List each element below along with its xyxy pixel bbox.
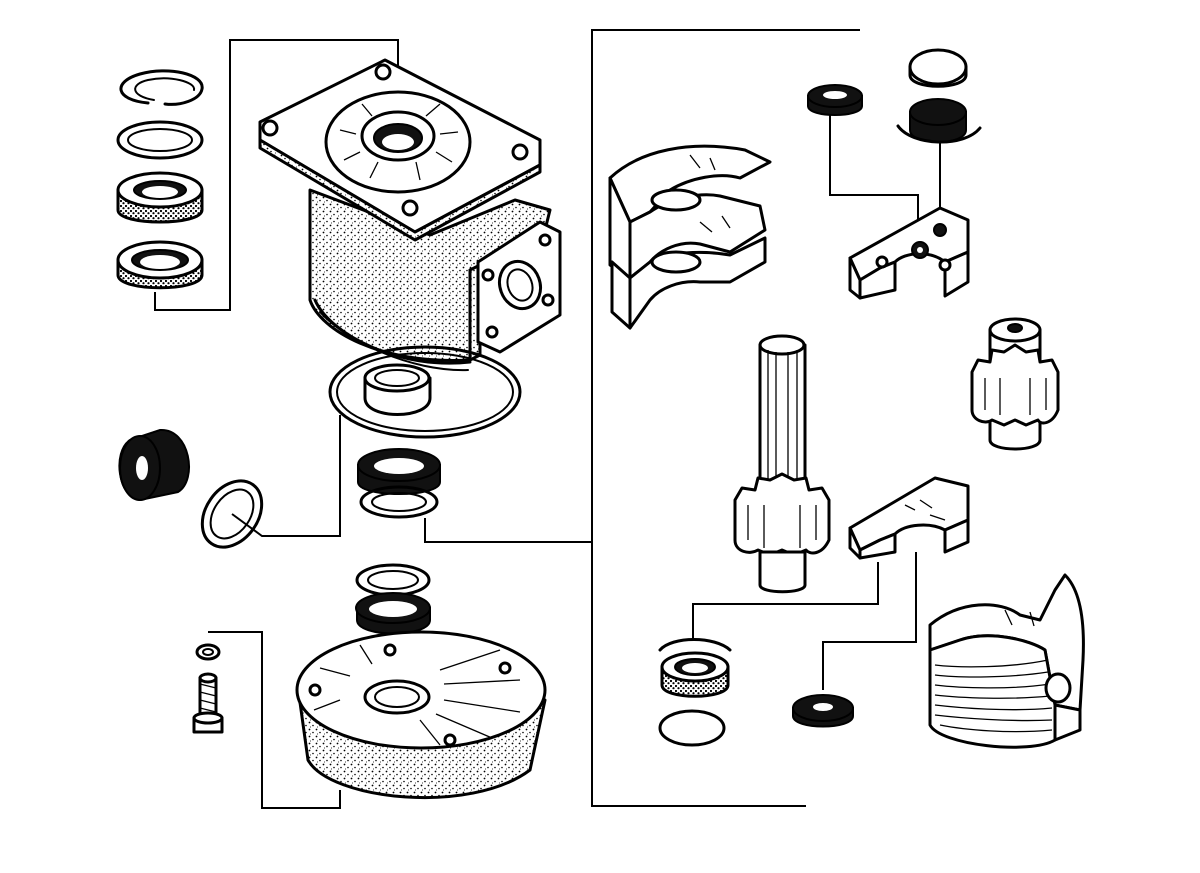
bearing-block-plate-lower: [848, 476, 970, 560]
small-seal-b: [658, 638, 732, 698]
lock-washer: [195, 643, 221, 661]
drive-seal: [357, 448, 441, 519]
small-seal-a: [807, 84, 863, 116]
bushing: [363, 363, 432, 416]
drive-gear-shaft: [733, 334, 831, 594]
housing-o-ring: [328, 345, 522, 439]
small-seal-c: [792, 694, 854, 728]
rear-cover-seal: [355, 563, 431, 635]
roller-bearing: [118, 428, 190, 502]
bearing-block-lower: [928, 573, 1085, 749]
washer: [116, 120, 204, 160]
thrust-washer: [200, 479, 264, 549]
shaft-seal-inner: [116, 240, 204, 290]
bearing-block-plate-upper: [848, 206, 970, 300]
cap-plug: [908, 48, 968, 88]
pump-housing: [258, 58, 562, 372]
bearing-block-upper: [608, 144, 772, 330]
cap-seal: [896, 98, 982, 144]
lock-ring: [119, 69, 204, 106]
driven-gear: [970, 317, 1060, 451]
leader-lines: [154, 29, 941, 809]
shaft-seal-outer: [116, 171, 204, 224]
small-o-ring: [658, 709, 726, 747]
rear-cover: [295, 630, 547, 800]
cover-bolt: [192, 672, 224, 734]
